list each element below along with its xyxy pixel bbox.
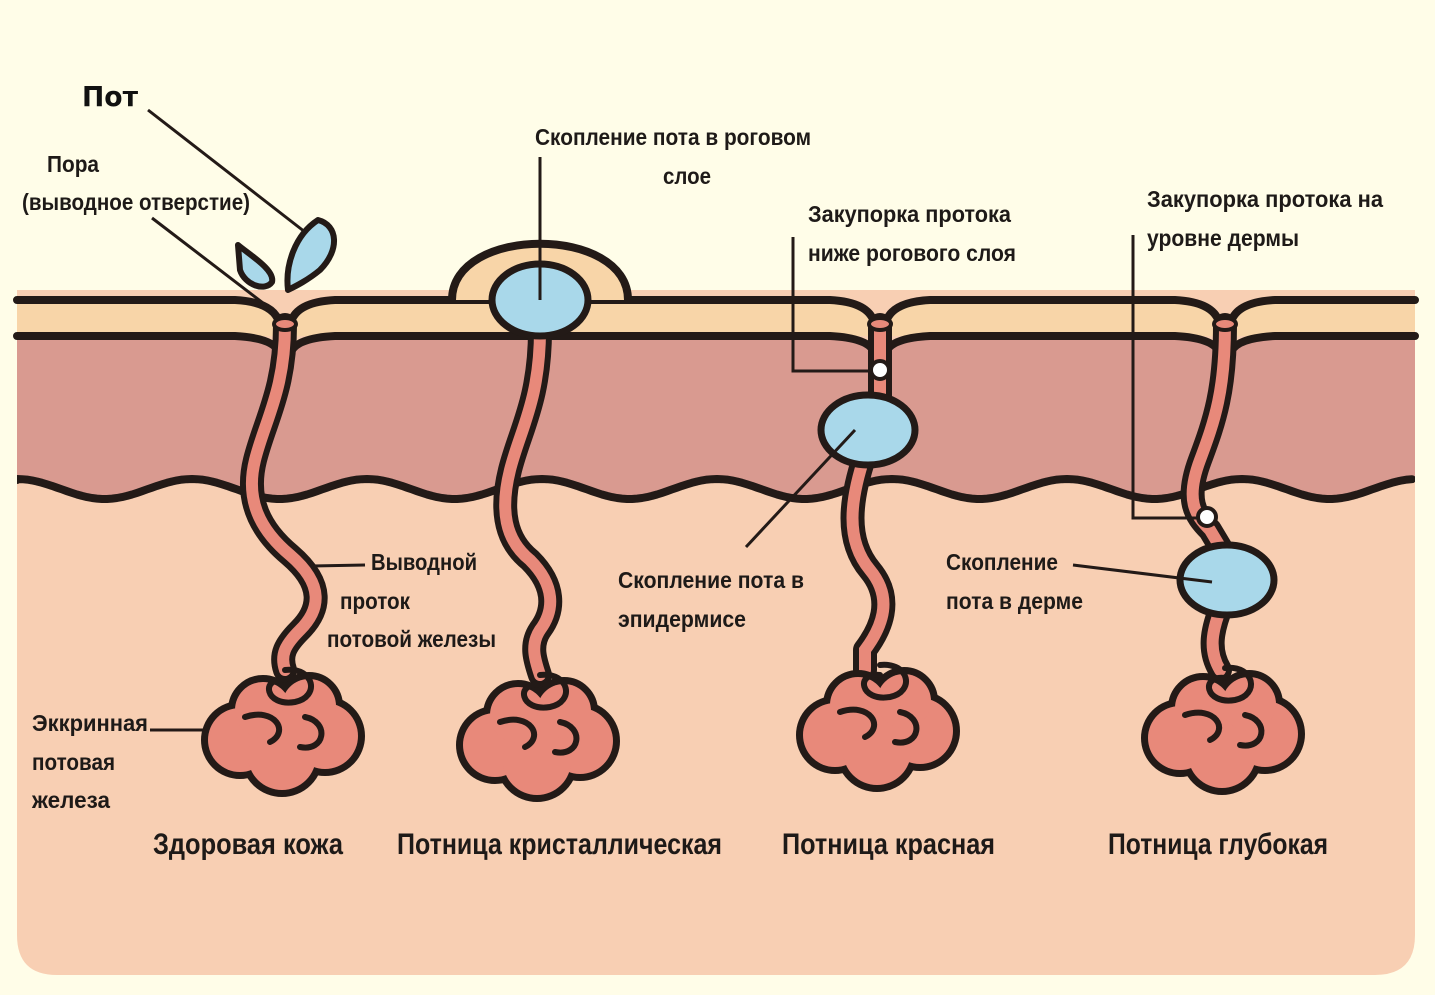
label-dermis-accumulation-2: пота в дерме: [946, 588, 1083, 614]
leader-lines: [147, 108, 1213, 732]
stratum-corneum-layer: [17, 300, 1415, 336]
label-pore: Пора: [47, 151, 99, 177]
label-duct-2: проток: [340, 588, 410, 614]
duct-crystalline: [493, 318, 563, 687]
caption-crystalline: Потница кристаллическая: [397, 828, 722, 861]
label-block-below-2: ниже рогового слоя: [808, 240, 1016, 266]
gland-coil: [497, 671, 580, 756]
sweat-gland: [208, 666, 358, 790]
corneum-border-line: [13, 332, 1419, 356]
label-block-below: Закупорка протока: [808, 201, 1011, 227]
label-pore-detail: (выводное отверстие): [22, 189, 250, 215]
label-epidermis-accumulation: Скопление пота в: [618, 567, 804, 593]
gland-coil: [242, 666, 325, 751]
sweat-drop-icon: [284, 217, 337, 293]
sweat-blob-epidermis: [817, 391, 919, 469]
blockage-dot-below-corneum: [869, 359, 891, 381]
label-gland-2: потовая: [32, 749, 115, 775]
label-block-dermis: Закупорка протока на: [1147, 186, 1383, 212]
label-corneum-accumulation-2: слое: [663, 163, 711, 189]
label-gland-3: железа: [31, 787, 110, 813]
label-corneum-accumulation: Скопление пота в роговом: [535, 124, 811, 150]
label-duct: Выводной: [371, 549, 477, 575]
epidermis-layer: [17, 336, 1415, 499]
skin-panel: [17, 290, 1415, 975]
caption-healthy-skin: Здоровая кожа: [153, 828, 343, 861]
gland-coil: [837, 661, 920, 746]
label-duct-3: потовой железы: [327, 626, 496, 652]
label-epidermis-accumulation-2: эпидермисе: [618, 606, 746, 632]
caption-rubra: Потница красная: [782, 828, 995, 861]
duct-healthy: [239, 313, 328, 682]
sweat-drop-icon: [235, 242, 276, 290]
sweat-gland: [803, 661, 953, 785]
label-gland: Эккринная: [32, 710, 148, 736]
sweat-gland: [463, 671, 613, 795]
label-block-dermis-2: уровне дермы: [1147, 225, 1299, 251]
blockage-dot-dermis: [1196, 506, 1218, 528]
gland-coil: [1182, 664, 1265, 749]
label-dermis-accumulation: Скопление: [946, 549, 1058, 575]
label-sweat: Пот: [82, 80, 139, 113]
sweat-blob-dermis: [1176, 541, 1278, 619]
sweat-gland: [1148, 664, 1298, 788]
caption-profunda: Потница глубокая: [1108, 828, 1328, 861]
